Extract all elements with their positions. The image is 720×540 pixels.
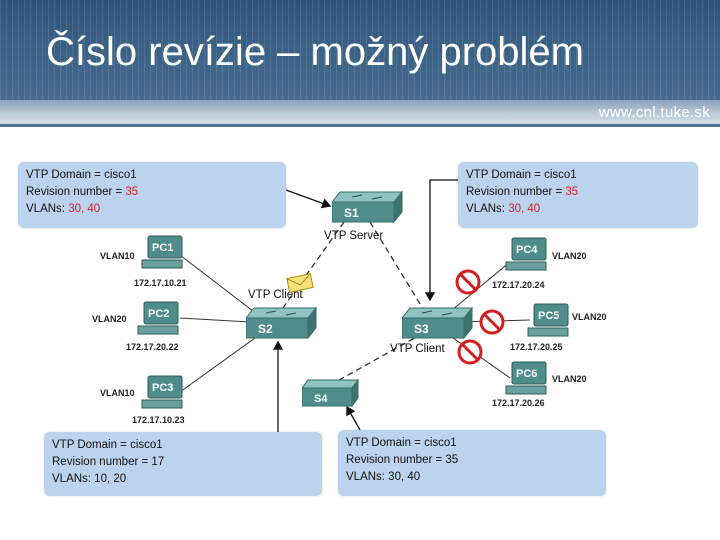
revision-text: Revision number = 17: [52, 456, 165, 468]
info-box-bottom-left: VTP Domain = cisco1 Revision number = 17…: [44, 432, 322, 496]
pc-label: PC5: [538, 310, 559, 322]
switch-label-s3: S3: [414, 322, 429, 336]
header-texture: [0, 0, 720, 100]
info-box-top-left: VTP Domain = cisco1 Revision number = 35…: [18, 162, 286, 228]
pc-label: PC6: [516, 368, 537, 380]
switch-label-s4: S4: [314, 393, 328, 405]
header-band: [0, 100, 720, 126]
pc-icon: PC3: [141, 375, 183, 409]
vlans-value: 30, 40: [68, 203, 101, 215]
page-title: Číslo revízie – možný problém: [46, 30, 584, 74]
info-box-top-right: VTP Domain = cisco1 Revision number = 35…: [458, 162, 698, 228]
pc-label: PC1: [152, 242, 173, 254]
pc-vlan: VLAN20: [552, 374, 587, 384]
role-vtp-client-s3: VTP Client: [390, 343, 445, 355]
pc-label: PC2: [148, 308, 169, 320]
domain-text: VTP Domain = cisco1: [26, 169, 137, 181]
vlans-value: 30, 40: [508, 203, 541, 215]
switch-icon: S4: [302, 378, 359, 408]
pc-icon: PC6: [505, 361, 547, 395]
info-box-bottom-right: VTP Domain = cisco1 Revision number = 35…: [338, 430, 606, 496]
pc-ip: 172.17.20.25: [510, 342, 563, 352]
prohibited-icon: [457, 339, 483, 365]
vlans-text: VLANs: 30, 40: [466, 203, 541, 215]
domain-text: VTP Domain = cisco1: [52, 439, 163, 451]
pc-label: PC4: [516, 244, 538, 256]
revision-text: Revision number = 35: [466, 186, 579, 198]
domain-text: VTP Domain = cisco1: [466, 169, 577, 181]
pc-vlan: VLAN20: [552, 251, 587, 261]
vlans-text: VLANs: 30, 40: [26, 203, 101, 215]
role-vtp-client-s2: VTP Client: [248, 289, 303, 301]
pc-vlan: VLAN20: [92, 314, 127, 324]
role-vtp-server: VTP Server: [324, 230, 384, 242]
site-url: www.cnl.tuke.sk: [598, 104, 710, 121]
pc-vlan: VLAN10: [100, 251, 135, 261]
pc-ip: 172.17.20.24: [492, 280, 545, 290]
pc-ip: 172.17.20.26: [492, 398, 545, 408]
switch-label-s1: S1: [344, 206, 359, 220]
prohibited-icon: [479, 309, 505, 335]
pc-icon: PC1: [141, 235, 183, 269]
pc-icon: PC2: [137, 301, 179, 335]
pc-ip: 172.17.10.23: [132, 415, 185, 425]
header-bar: Číslo revízie – možný problém: [0, 0, 720, 100]
prohibited-icon: [455, 269, 481, 295]
pc-label: PC3: [152, 382, 173, 394]
switch-icon: S3: [402, 306, 474, 340]
pc-vlan: VLAN20: [572, 312, 607, 322]
envelope-icon: [286, 273, 314, 293]
vlans-text: VLANs: 10, 20: [52, 473, 127, 485]
header-divider: [0, 124, 720, 127]
revision-value: 35: [125, 186, 139, 198]
vlans-text: VLANs: 30, 40: [346, 471, 421, 483]
switch-label-s2: S2: [258, 322, 273, 336]
pc-ip: 172.17.10.21: [134, 278, 187, 288]
pc-vlan: VLAN10: [100, 388, 135, 398]
revision-value: 35: [565, 186, 579, 198]
pc-icon: PC5: [527, 303, 569, 337]
revision-text: Revision number = 35: [346, 454, 459, 466]
domain-text: VTP Domain = cisco1: [346, 437, 457, 449]
pc-icon: PC4: [505, 237, 547, 271]
switch-icon: S2: [246, 306, 318, 340]
revision-text: Revision number = 35: [26, 186, 139, 198]
pc-ip: 172.17.20.22: [126, 342, 179, 352]
switch-icon: S1: [332, 190, 404, 224]
